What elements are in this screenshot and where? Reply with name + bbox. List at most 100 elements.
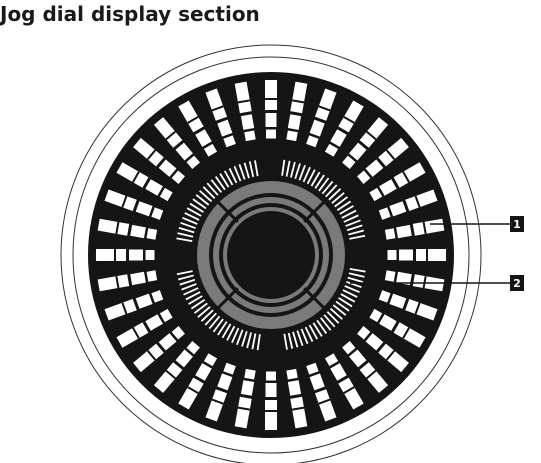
jog-fine-bar xyxy=(342,289,358,298)
jog-segment-outer xyxy=(97,274,130,292)
jog-segment-middle xyxy=(135,201,153,217)
jog-segment-outer xyxy=(97,218,130,236)
jog-segment-crossline xyxy=(211,398,224,405)
jog-fine-bar xyxy=(192,198,207,210)
jog-fine-bar xyxy=(328,188,342,201)
callout-1-box xyxy=(510,216,524,232)
jog-segment-divider xyxy=(129,148,156,170)
jog-segment-crossline xyxy=(237,99,250,104)
jog-fine-bar xyxy=(193,302,208,314)
jog-fine-bar xyxy=(199,190,213,203)
jog-segment-crossline xyxy=(114,249,116,261)
jog-segment-divider xyxy=(356,113,378,140)
jog-fine-bar xyxy=(321,180,334,195)
jog-segment-middle xyxy=(365,159,384,177)
ring-divider xyxy=(216,200,239,223)
jog-segment-middle xyxy=(240,380,255,396)
jog-display-outer-segments xyxy=(96,80,446,430)
jog-segment-crossline xyxy=(422,276,427,289)
jog-segment-outer xyxy=(133,137,164,167)
jog-segment-middle xyxy=(130,271,146,286)
jog-fine-bar xyxy=(180,221,196,230)
jog-fine-bar xyxy=(221,323,232,339)
jog-fine-bar xyxy=(312,322,323,337)
jog-fine-bar xyxy=(304,326,314,342)
ring-divider xyxy=(303,200,326,223)
jog-fine-bar xyxy=(340,293,356,303)
jog-segment-inner xyxy=(171,170,185,184)
jog-segment-inner xyxy=(357,170,371,184)
jog-segment-inner xyxy=(384,270,396,282)
jog-segment-outer xyxy=(265,400,277,430)
jog-segment-middle xyxy=(330,363,347,381)
jog-segment-outer xyxy=(412,218,445,236)
jog-segment-outer xyxy=(359,117,389,148)
jog-fine-bar xyxy=(190,298,206,310)
jog-fine-bar xyxy=(177,274,194,281)
jog-segment-outer xyxy=(116,322,149,348)
jog-segment-outer xyxy=(153,362,183,393)
jog-fine-bar xyxy=(338,297,353,308)
jog-fine-bar xyxy=(223,170,234,186)
jog-fine-bar xyxy=(348,272,365,278)
jog-segment-crossline xyxy=(343,116,355,124)
jog-fine-bar xyxy=(208,315,221,330)
jog-segment-crossline xyxy=(237,406,250,411)
jog-segment-middle xyxy=(217,119,233,137)
jog-segment-outer xyxy=(378,343,409,373)
jog-segment-divider xyxy=(286,81,294,112)
jog-fine-bar xyxy=(176,237,193,242)
jog-fine-bar xyxy=(236,329,244,346)
jog-fine-bar xyxy=(344,285,360,294)
jog-segment-outer xyxy=(116,162,149,188)
jog-fine-bar xyxy=(202,186,216,199)
jog-segment-crossline xyxy=(366,130,377,141)
jog-segment-crossline xyxy=(146,350,157,361)
jog-segment-crossline xyxy=(318,105,331,112)
jog-segment-crossline xyxy=(132,171,140,183)
jog-fine-bar xyxy=(341,209,357,219)
jog-segment-divider xyxy=(114,174,143,191)
jog-fine-bar xyxy=(308,324,319,340)
jog-segment-crossline xyxy=(414,302,421,315)
jog-fine-bar xyxy=(345,219,361,227)
jog-fine-bar xyxy=(189,202,204,213)
jog-fine-bar xyxy=(294,163,301,180)
jog-segment-divider xyxy=(259,80,265,111)
jog-segment-divider xyxy=(248,398,256,429)
jog-display-inner-bars xyxy=(176,159,366,351)
jog-fine-bar xyxy=(184,212,200,221)
jog-fine-bar xyxy=(326,311,340,324)
jog-segment-crossline xyxy=(402,171,410,183)
jog-segment-middle xyxy=(129,249,143,261)
jog-segment-divider xyxy=(200,93,216,123)
jog-segment-divider xyxy=(415,243,446,249)
jog-fine-bar xyxy=(325,184,338,198)
jog-segment-crossline xyxy=(426,249,428,261)
jog-segment-divider xyxy=(335,98,352,127)
jog-segment-inner xyxy=(378,290,391,303)
jog-segment-outer xyxy=(338,377,364,410)
jog-segment-inner xyxy=(342,155,356,169)
jog-fine-bar xyxy=(300,328,309,345)
jog-segment-outer xyxy=(338,100,364,133)
jog-fine-bar xyxy=(292,331,299,348)
jog-segment-crossline xyxy=(265,98,277,100)
jog-segment-middle xyxy=(349,142,367,161)
jog-segment-crossline xyxy=(165,130,176,141)
jog-segment-inner xyxy=(306,135,319,148)
jog-fine-bar xyxy=(319,317,332,331)
jog-segment-crossline xyxy=(165,369,176,380)
jog-segment-divider xyxy=(97,232,128,240)
jog-segment-crossline xyxy=(292,99,305,104)
center-hub xyxy=(227,211,315,299)
jog-fine-bar xyxy=(256,334,261,351)
jog-segment-outer xyxy=(290,396,308,429)
jog-segment-inner xyxy=(244,368,256,380)
jog-segment-middle xyxy=(175,349,193,368)
callout-1-label: 1 xyxy=(513,218,521,231)
jog-segment-divider xyxy=(302,395,313,426)
jog-segment-crossline xyxy=(187,386,199,394)
jog-fine-bar xyxy=(185,291,201,301)
jog-segment-divider xyxy=(277,399,283,430)
